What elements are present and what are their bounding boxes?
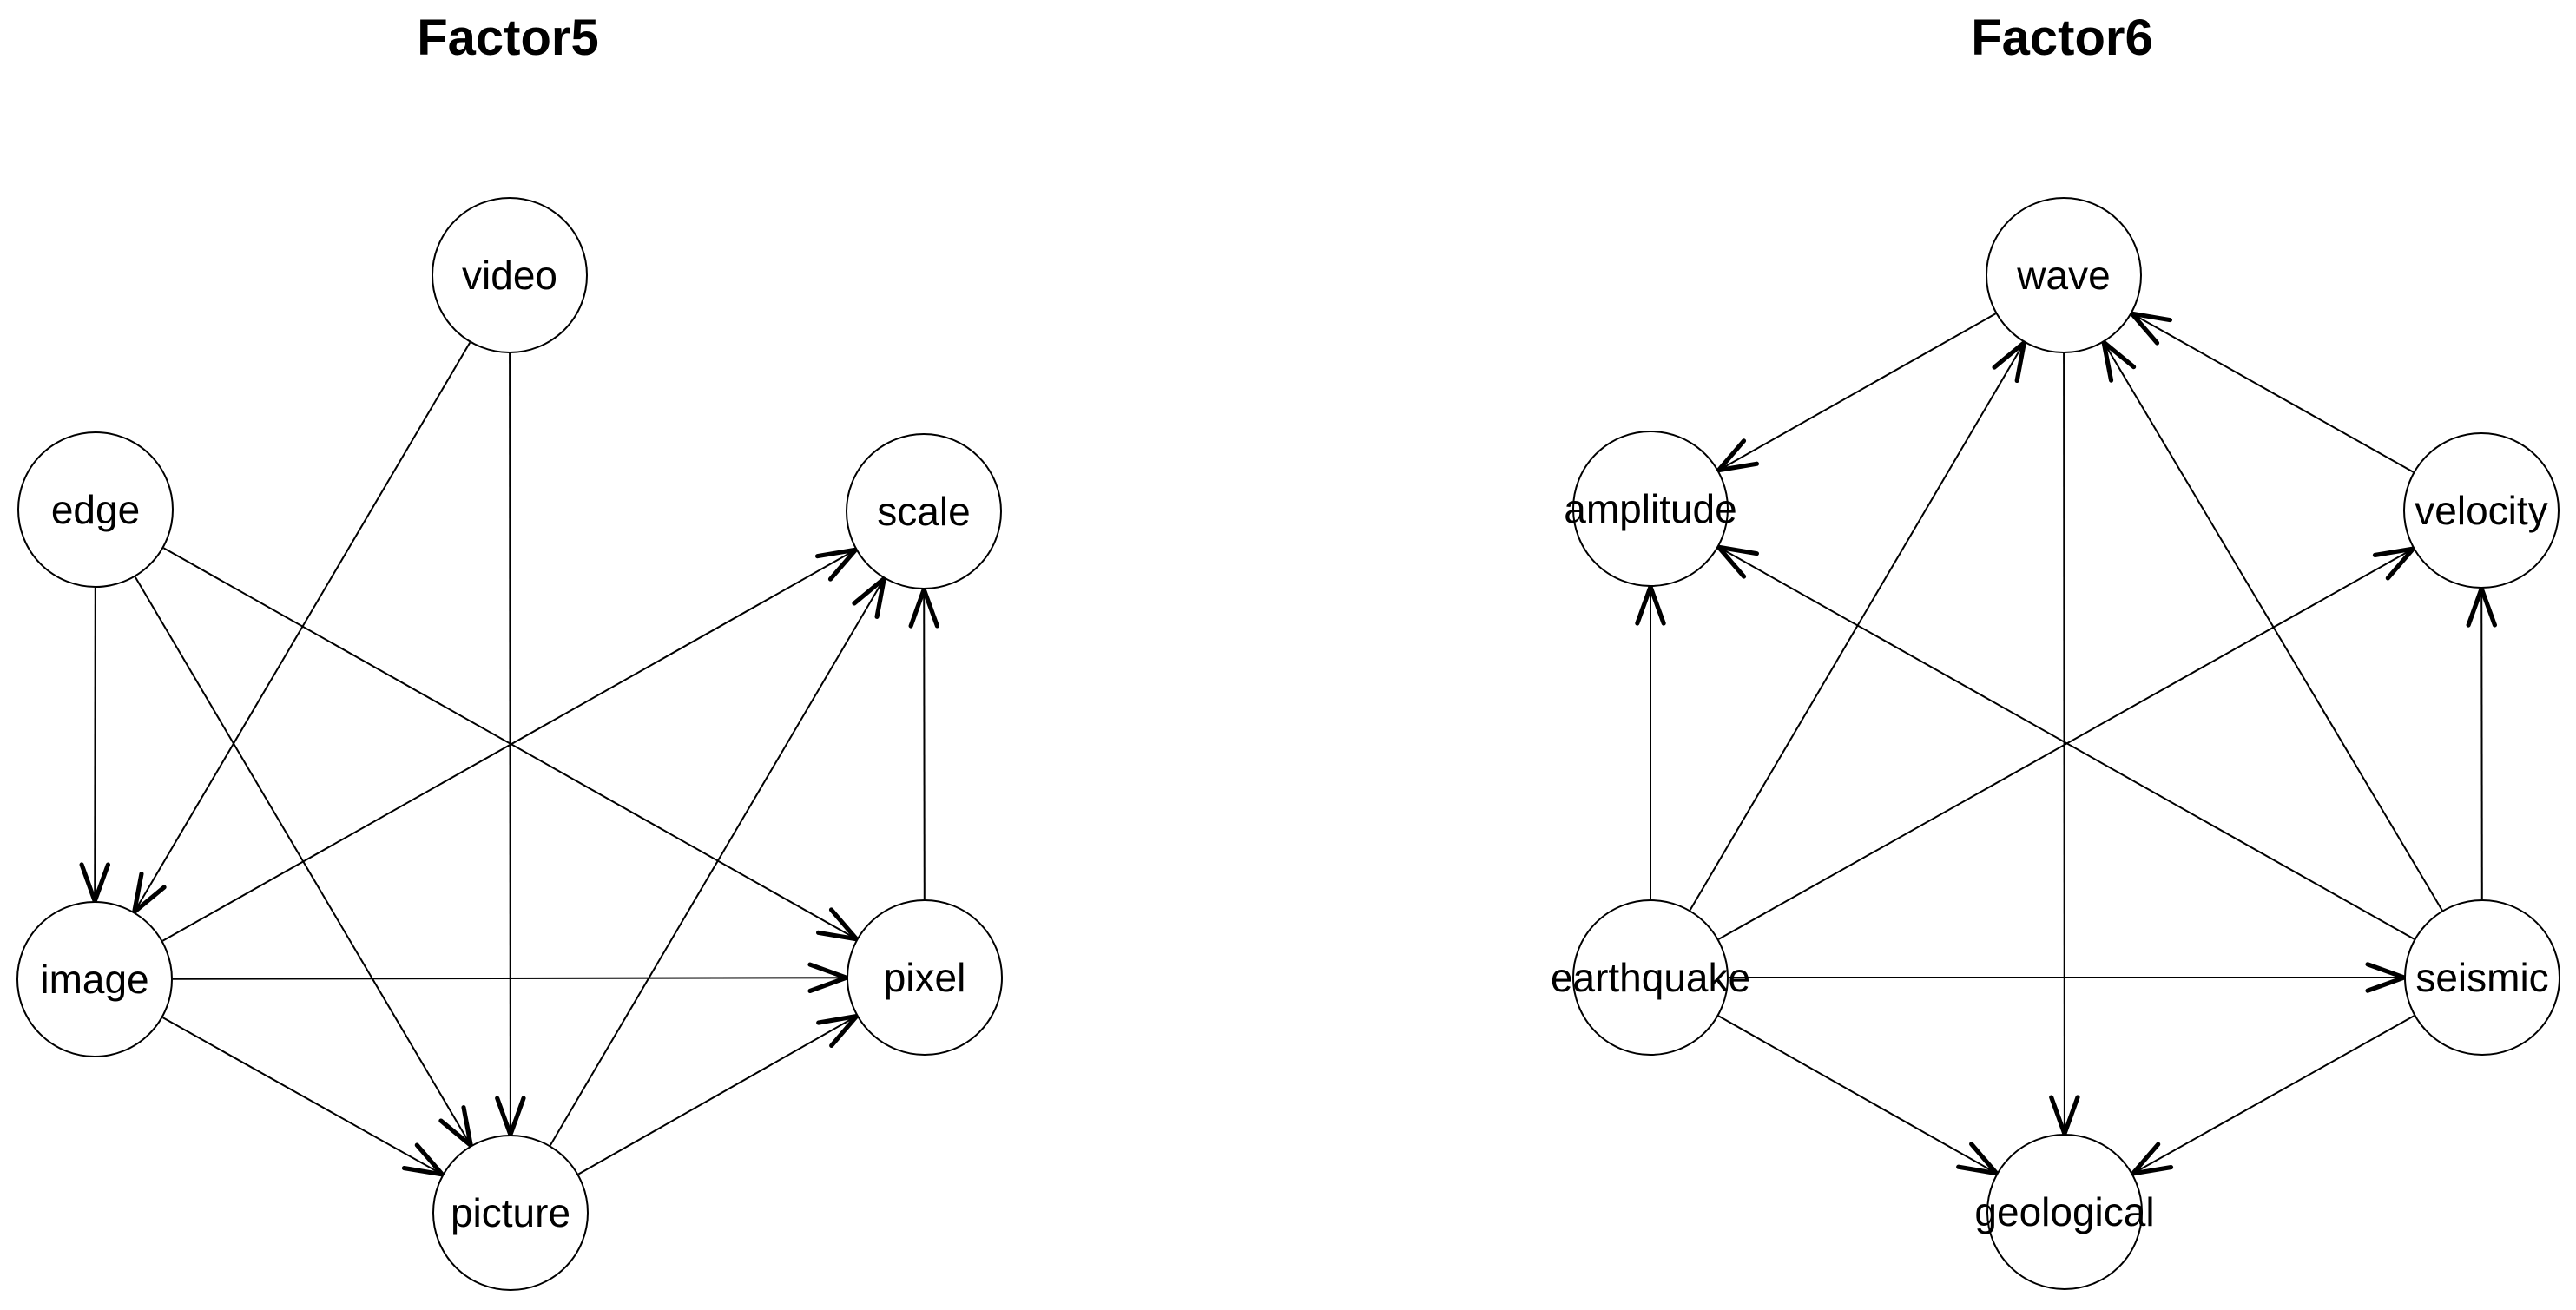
node-label-pixel: pixel <box>884 955 966 1000</box>
edge-picture-to-scale <box>549 579 885 1147</box>
edge-picture-to-pixel <box>577 1017 856 1175</box>
node-earthquake <box>1572 899 1729 1056</box>
node-geological <box>1986 1134 2143 1290</box>
node-label-video: video <box>462 253 557 298</box>
graph-title-factor6: Factor6 <box>1971 10 2153 66</box>
node-pixel <box>847 899 1003 1056</box>
node-video <box>432 197 588 353</box>
edge-video-to-image <box>135 341 471 912</box>
graph-factor6: wave amplitude velocity earthquake seismic ge… <box>1551 10 2560 1290</box>
node-wave <box>1986 197 2142 353</box>
node-label-earthquake: earthquake <box>1551 955 1750 1000</box>
edge-earthquake-to-velocity <box>1718 549 2414 940</box>
node-edge <box>17 431 174 588</box>
edge-image-to-pixel <box>172 978 847 979</box>
edge-velocity-to-wave <box>2131 313 2415 473</box>
edge-earthquake-to-wave <box>1689 343 2025 911</box>
edge-pixel-to-scale <box>924 589 925 900</box>
edge-edge-to-image <box>95 587 96 901</box>
edge-seismic-to-velocity <box>2481 589 2482 900</box>
node-label-amplitude: amplitude <box>1564 486 1736 531</box>
edge-wave-to-geological <box>2064 352 2065 1134</box>
graph-factor5: video edge scale image pixel picture Factor5 <box>16 10 1003 1291</box>
edge-image-to-scale <box>161 550 855 942</box>
edge-earthquake-to-geological <box>1717 1015 1996 1173</box>
node-label-velocity: velocity <box>2415 488 2547 533</box>
edge-seismic-to-wave <box>2104 342 2443 912</box>
node-amplitude <box>1572 431 1729 587</box>
node-label-picture: picture <box>451 1190 570 1235</box>
node-label-seismic: seismic <box>2415 955 2548 1000</box>
node-picture <box>432 1135 589 1291</box>
node-scale <box>846 433 1002 589</box>
node-image <box>16 901 173 1057</box>
edge-image-to-picture <box>162 1017 443 1175</box>
node-label-geological: geological <box>1974 1189 2154 1234</box>
node-label-edge: edge <box>51 487 140 532</box>
node-label-image: image <box>40 957 148 1002</box>
edge-wave-to-amplitude <box>1718 313 1997 470</box>
edge-edge-to-pixel <box>162 547 856 939</box>
node-label-scale: scale <box>877 489 970 534</box>
node-label-wave: wave <box>2016 253 2110 298</box>
node-velocity <box>2403 432 2560 589</box>
node-seismic <box>2404 899 2560 1056</box>
graph-title-factor5: Factor5 <box>417 10 599 66</box>
edge-seismic-to-geological <box>2133 1015 2415 1174</box>
edge-seismic-to-amplitude <box>1718 547 2415 940</box>
